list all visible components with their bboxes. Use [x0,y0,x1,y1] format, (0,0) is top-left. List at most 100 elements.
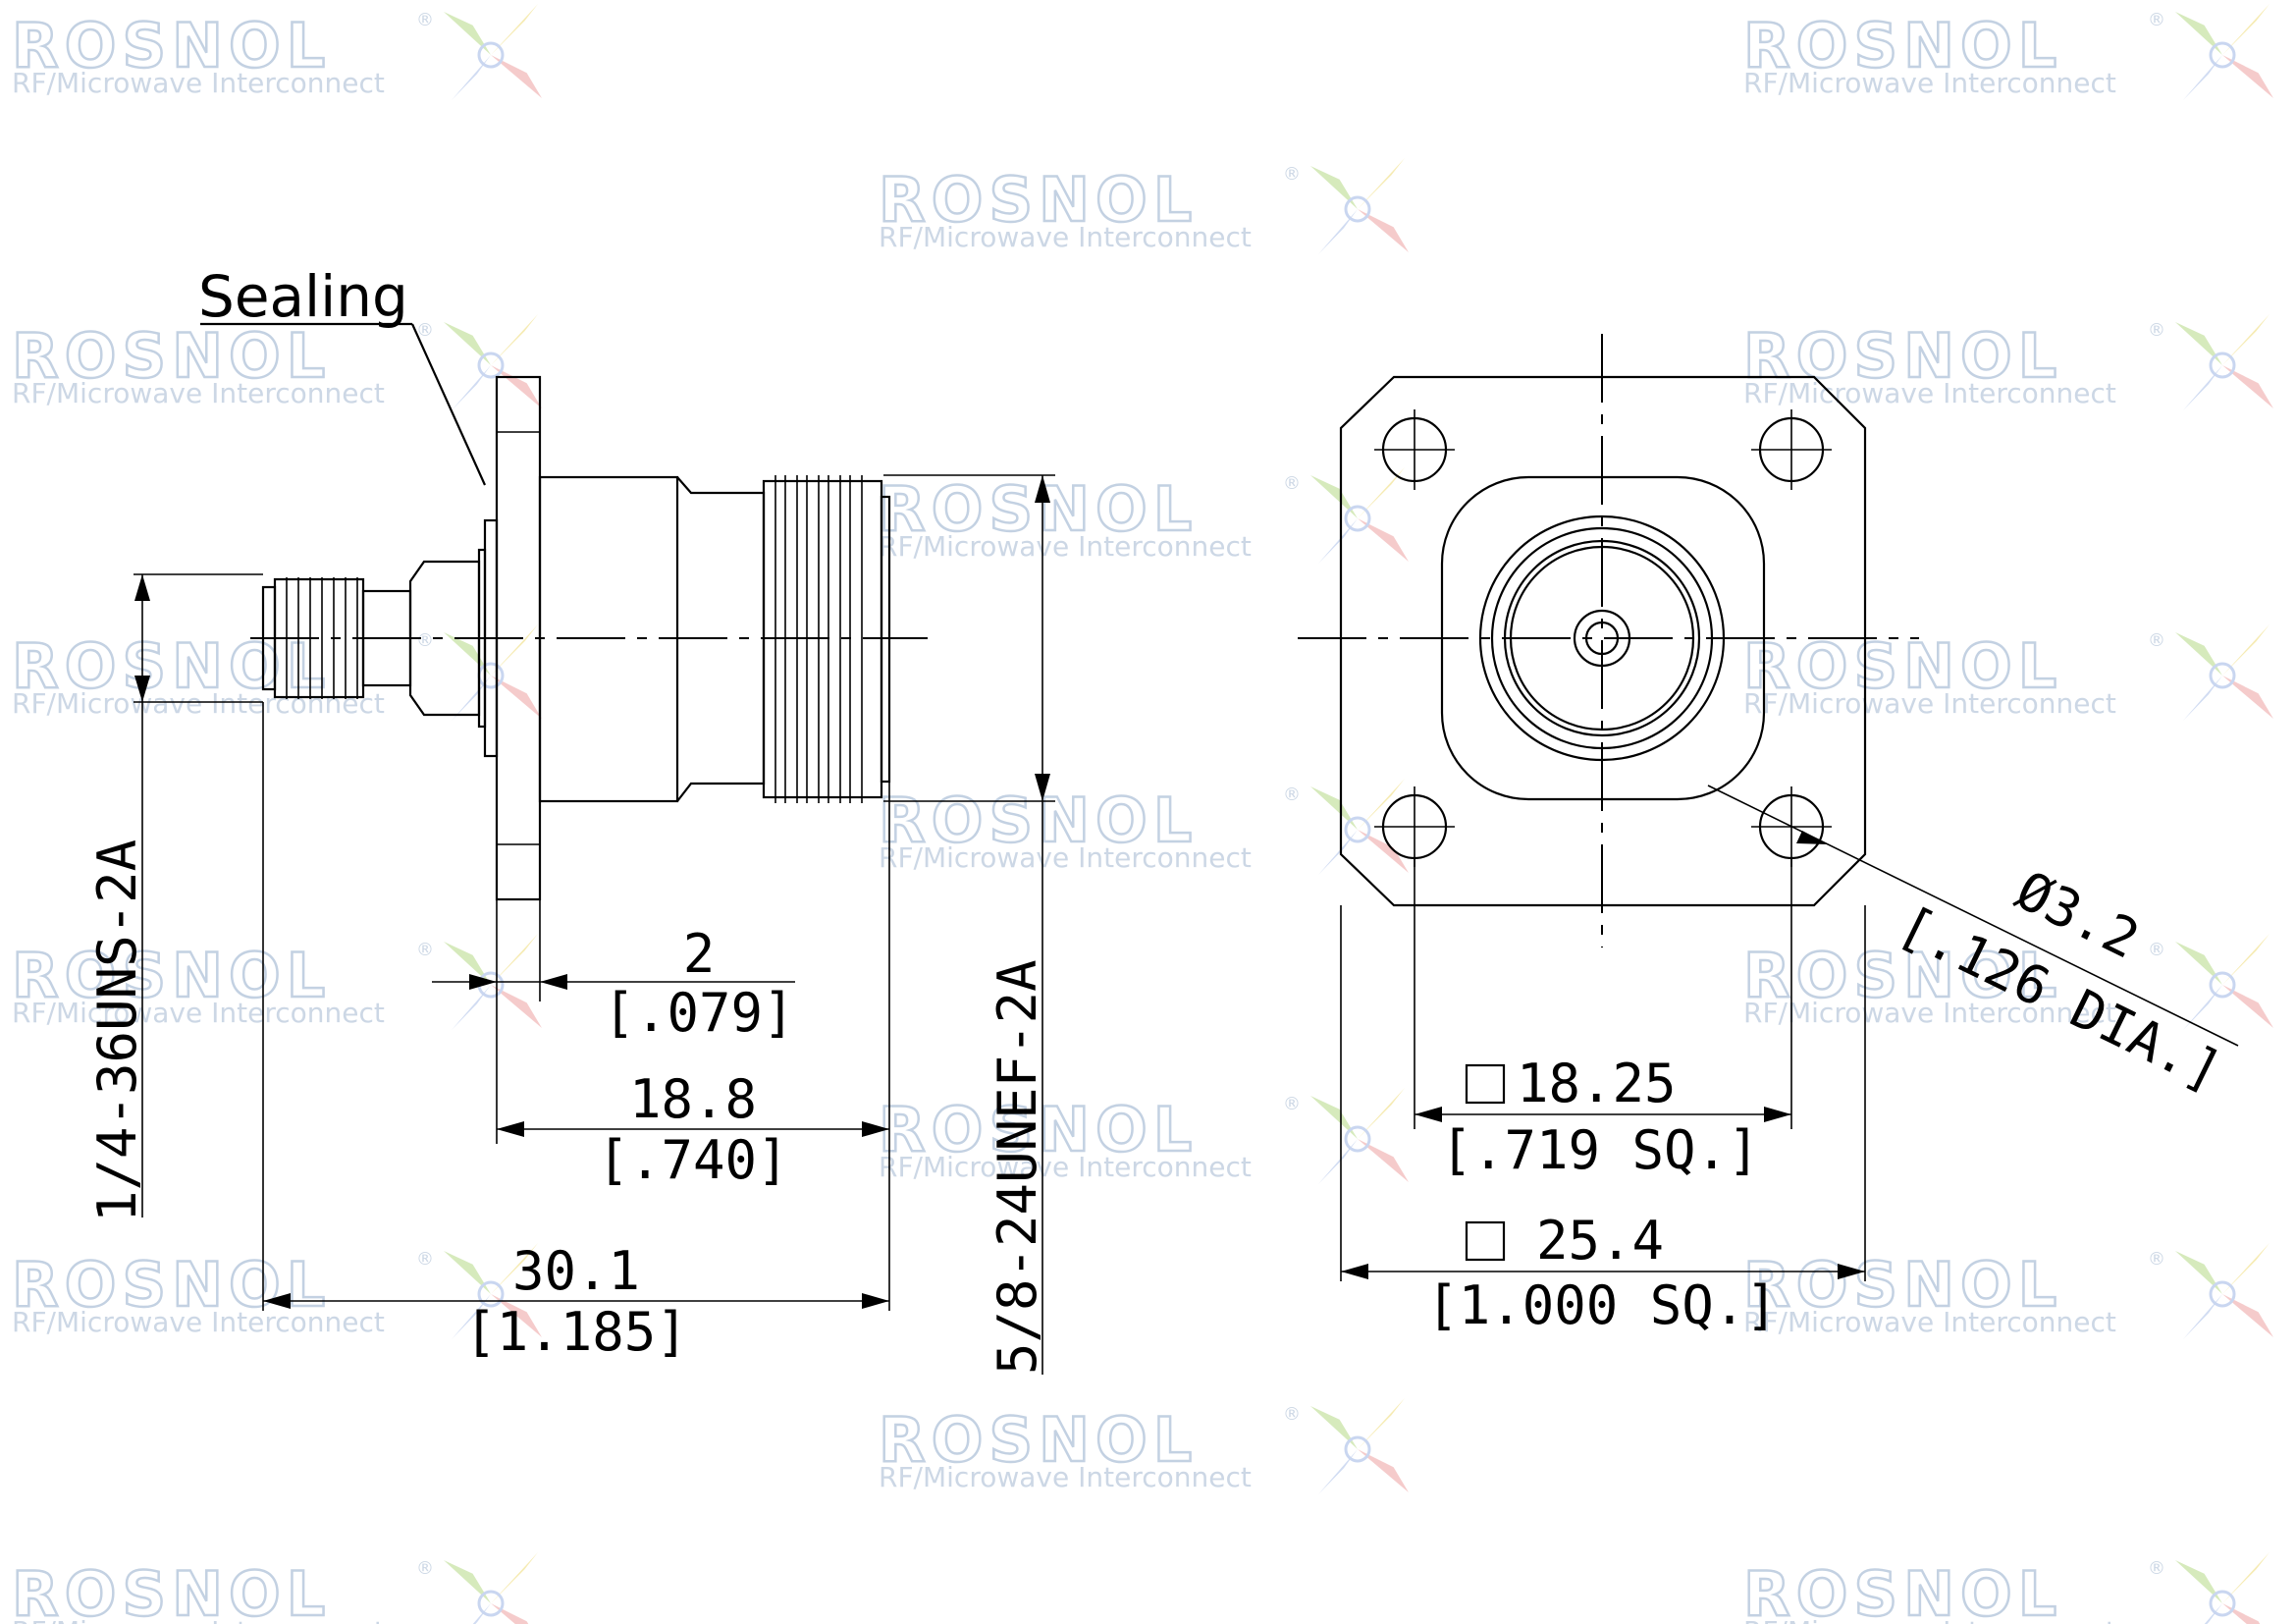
flange-mm: 25.4 [1536,1210,1664,1272]
sealing-label: Sealing [198,263,408,330]
watermark-star-icon [2175,4,2273,100]
flange-in: [1.000 SQ.] [1426,1274,1778,1336]
watermark-tagline: RF/Microwave Interconnect [1743,1306,2116,1338]
center-pin [1584,621,1620,656]
watermark-brand: ROSNOL [12,1249,331,1321]
watermark-registered: ® [2148,10,2165,30]
watermark-tagline: RF/Microwave Interconnect [12,377,385,409]
thread-right-label: 5/8-24UNEF-2A [987,959,1048,1375]
watermark-logo: ROSNOL ® RF/Microwave Interconnect [1742,4,2273,100]
watermark-registered: ® [416,1249,434,1270]
watermark-brand: ROSNOL [12,940,331,1011]
watermark-tagline: RF/Microwave Interconnect [879,1151,1252,1183]
watermark-brand: ROSNOL [12,320,331,392]
watermark-star-icon [444,934,542,1030]
watermark-logo: ROSNOL ® RF/Microwave Interconnect [11,4,542,100]
watermark-tagline: RF/Microwave Interconnect [879,841,1252,874]
watermark-registered: ® [1283,1404,1301,1425]
watermark-registered: ® [2148,630,2165,651]
watermark-registered: ® [416,320,434,341]
watermark-registered: ® [2148,1558,2165,1579]
watermark-logo: ROSNOL ® RF/Microwave Interconnect [1742,624,2273,721]
watermark-tagline: RF/Microwave Interconnect [12,997,385,1029]
sealing-leader [410,323,487,486]
watermark-star-icon [444,314,542,410]
hole-leader [1707,785,2239,1047]
watermark-brand: ROSNOL [1743,630,2062,702]
n-face [880,495,891,784]
square-symbol-2 [1465,1220,1506,1262]
dim-total-mm: 30.1 [512,1240,640,1302]
watermark-logo: ROSNOL ® RF/Microwave Interconnect [878,467,1409,564]
watermark-registered: ® [1283,1094,1301,1114]
hole-spacing-in: [.719 SQ.] [1440,1119,1759,1181]
center-contact [1573,609,1631,668]
watermark-registered: ® [416,630,434,651]
watermark-tagline: RF/Microwave Interconnect [1743,687,2116,720]
watermark-tagline: RF/Microwave Interconnect [879,1461,1252,1493]
dim-total-in: [1.185] [464,1301,688,1363]
flange-outline [1339,375,1867,907]
watermark-brand: ROSNOL [1743,10,2062,81]
ring-2 [1490,526,1714,750]
watermark-registered: ® [1283,164,1301,185]
watermark-logo: ROSNOL®RF/Microwave Interconnect [878,158,1409,254]
watermark-registered: ® [1283,473,1301,494]
ring-outer [1478,514,1726,762]
watermark-star-icon [444,1552,538,1624]
watermark-star-icon [1310,779,1409,875]
watermark-logo: ROSNOL ® RF/Microwave Interconnect [11,314,542,410]
watermark-registered: ® [2148,940,2165,960]
watermark-brand: ROSNOL [1743,1558,2062,1624]
watermark-tagline: RF/Microwave Interconnect [1743,1615,2116,1624]
watermark-logo: ROSNOL ® RF/Microwave Interconnect [11,1243,542,1339]
watermark-brand: ROSNOL [12,1558,331,1624]
watermark-logo: ROSNOL ® RF/Microwave Interconnect [878,1088,1409,1184]
watermark-star-icon [2175,934,2273,1030]
dim-body-in: [.740] [597,1129,788,1191]
watermark-tagline: RF/Microwave Interconnect [12,1615,385,1624]
watermark-tagline: RF/Microwave Interconnect [12,1306,385,1338]
dim-flange-mm: 2 [683,923,716,985]
watermark-brand: ROSNOL [879,1404,1198,1476]
watermark-star-icon [444,1243,542,1339]
watermark-tagline: RF/Microwave Interconnect [12,687,385,720]
watermark-logo: ROSNOL ® RF/Microwave Interconnect [878,779,1409,875]
watermark-brand: ROSNOL [879,164,1198,236]
watermark-star-icon [1310,467,1409,564]
watermark-brand: ROSNOL [879,785,1198,856]
watermark-star-icon [2175,624,2273,721]
dim-body-mm: 18.8 [629,1068,757,1130]
watermark-brand: ROSNOL [879,1094,1198,1165]
watermark-star-icon [2175,314,2273,410]
watermark-layer: ROSNOL®RF/Microwave InterconnectROSNOL®R… [11,4,2273,1624]
watermark-brand: ROSNOL [1743,320,2062,392]
watermark-brand: ROSNOL [12,10,331,81]
watermark-registered: ® [2148,320,2165,341]
watermark-brand: ROSNOL [1743,1249,2062,1321]
watermark-tagline: RF/Microwave Interconnect [879,530,1252,563]
watermark-registered: ® [1283,785,1301,805]
main-body [538,475,679,803]
watermark-star-icon [1310,1398,1409,1494]
thread-left-label: 1/4-36UNS-2A [86,839,148,1222]
watermark-logo: ROSNOL®RF/Microwave Interconnect [1742,314,2273,410]
watermark-registered: ® [416,1558,434,1579]
n-threads [774,475,863,803]
ring-4 [1509,545,1695,731]
front-view: Ø3.2 [.126 DIA.] 18.25 [.719 SQ.] 25.4 [… [1298,334,2239,1336]
watermark-tagline: RF/Microwave Interconnect [12,67,385,99]
watermark-star-icon [1310,158,1409,254]
watermark-brand: ROSNOL [879,473,1198,545]
hole-spacing-mm: 18.25 [1517,1053,1677,1114]
watermark-logo: ROSNOL®RF/Microwave Interconnect [1742,1243,2273,1339]
watermark-registered: ® [416,10,434,30]
watermark-tagline: RF/Microwave Interconnect [1743,67,2116,99]
body-square [1440,475,1766,801]
watermark-registered: ® [416,940,434,960]
watermark-logo: ROSNOL ® RF/Microwave Interconnect [11,1552,538,1624]
sma-threads [286,577,358,699]
watermark-logo: ROSNOL ® RF/Microwave Interconnect [1742,1552,2269,1624]
